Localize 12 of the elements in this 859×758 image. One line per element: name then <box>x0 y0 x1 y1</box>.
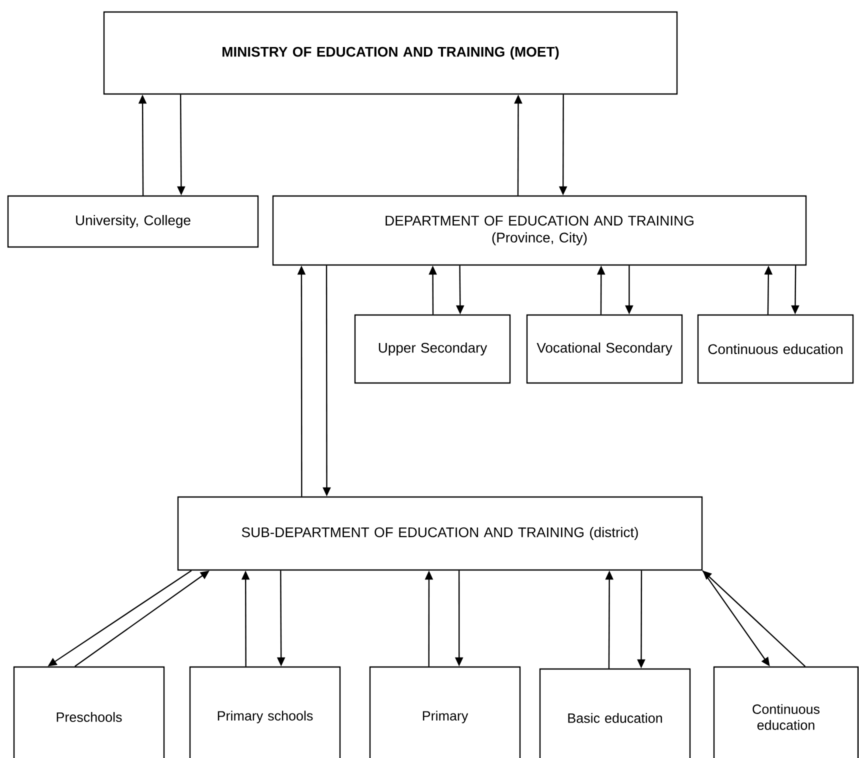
org-box: Preschools <box>13 666 165 758</box>
org-box: SUB-DEPARTMENT OF EDUCATION AND TRAINING (district) <box>177 496 703 571</box>
org-box: University, College <box>7 195 259 248</box>
org-box: Primary <box>369 666 521 758</box>
org-box: Vocational Secondary <box>526 314 683 384</box>
org-box: Primary schools <box>189 666 341 758</box>
org-box: Continuous education <box>697 314 854 384</box>
org-box: Upper Secondary <box>354 314 511 384</box>
org-box: Continuous education <box>713 666 859 758</box>
org-box: DEPARTMENT OF EDUCATION AND TRAINING (Province, City) <box>272 195 807 266</box>
org-box: Basic education <box>539 668 691 758</box>
org-box: MINISTRY OF EDUCATION AND TRAINING (MOET) <box>103 11 678 95</box>
